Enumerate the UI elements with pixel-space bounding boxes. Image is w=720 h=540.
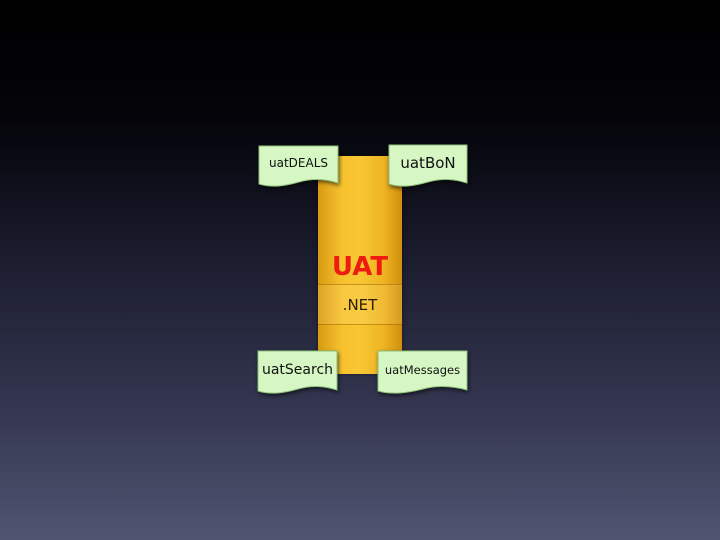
document-uatmessages: uatMessages [376,349,469,397]
document-label: uatBoN [400,154,456,172]
document-label: uatDEALS [269,156,328,170]
document-label: uatMessages [384,363,461,377]
net-subtitle: .NET [342,296,378,314]
document-uatbon: uatBoN [387,143,469,190]
document-shape [388,144,468,187]
net-layer-band [318,284,402,324]
document-shape [377,350,468,394]
uat-column [318,156,402,374]
layer-divider [318,324,402,325]
document-shape [257,350,338,394]
document-uatsearch: uatSearch [256,349,339,397]
layer-divider [318,284,402,285]
document-shape [258,145,339,187]
document-uatdeals: uatDEALS [257,144,340,190]
document-label: uatSearch [261,362,334,378]
uat-title: UAT [331,252,389,282]
